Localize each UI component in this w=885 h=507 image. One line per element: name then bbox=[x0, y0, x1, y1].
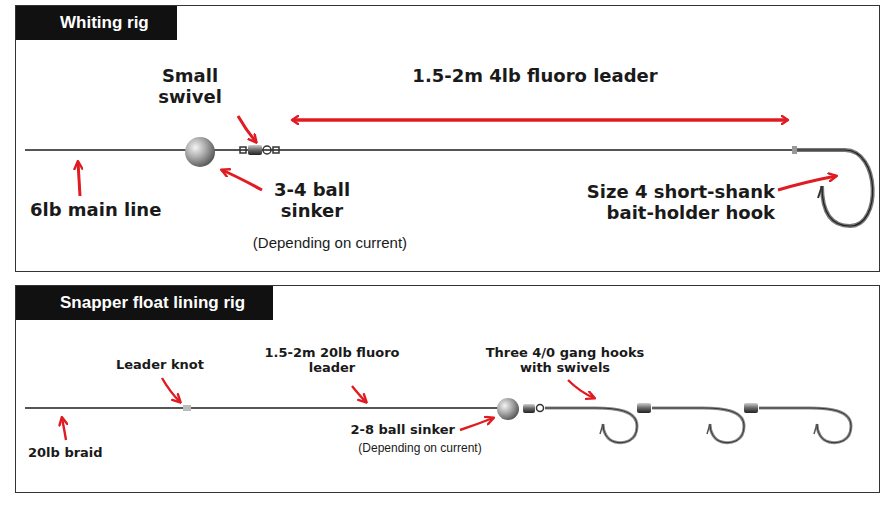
heading-tab: Snapper float lining rig bbox=[16, 286, 273, 320]
note-label: (Depending on current) bbox=[230, 234, 430, 251]
note-label: (Depending on current) bbox=[340, 442, 500, 456]
rig-panel: Whiting rig bbox=[15, 5, 880, 272]
part-label: 1.5-2m 4lb fluoro leader bbox=[410, 66, 660, 87]
part-label: 6lb main line bbox=[30, 200, 190, 221]
part-label: Three 4/0 gang hooks with swivels bbox=[470, 346, 660, 376]
part-label: 2-8 ball sinker bbox=[330, 423, 455, 438]
part-label: Small swivel bbox=[140, 66, 240, 107]
rig-panel: Snapper float lining rig bbox=[15, 285, 880, 493]
panel-heading: Whiting rig bbox=[60, 13, 149, 32]
part-label: Size 4 short-shank bait-holder hook bbox=[560, 182, 775, 223]
panel-heading: Snapper float lining rig bbox=[60, 293, 245, 312]
part-label: 3-4 ball sinker bbox=[262, 180, 362, 221]
part-label: Leader knot bbox=[105, 358, 215, 373]
part-label: 1.5-2m 20lb fluoro leader bbox=[262, 346, 402, 376]
heading-tab: Whiting rig bbox=[16, 6, 177, 40]
part-label: 20lb braid bbox=[28, 446, 138, 461]
